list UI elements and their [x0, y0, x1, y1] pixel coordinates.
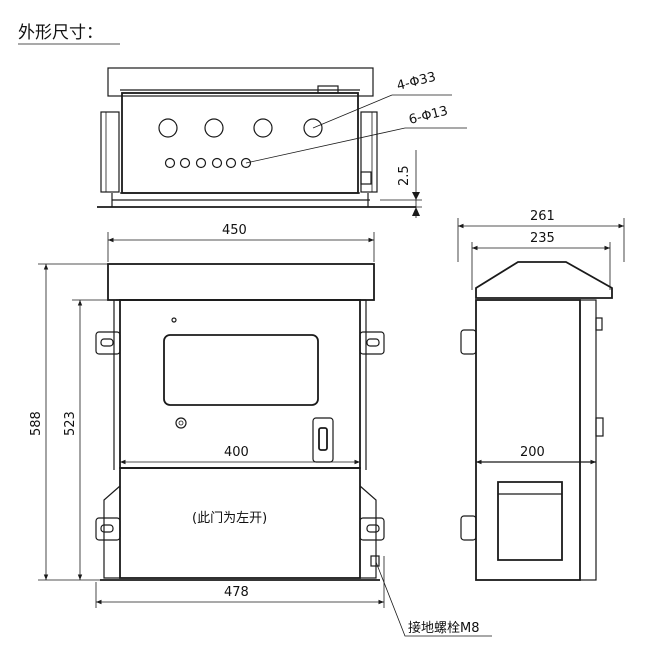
side-body — [475, 299, 581, 581]
roof-width-label: 450 — [222, 223, 247, 238]
large-hole-4 — [303, 118, 323, 138]
ground-bolt — [370, 555, 380, 567]
small-hole-1 — [164, 157, 176, 169]
side-hinge-top — [595, 317, 603, 331]
side-lower-window — [497, 481, 563, 561]
side-ear-bottom — [460, 515, 477, 541]
top-handle — [317, 85, 339, 94]
top-bracket-left — [100, 111, 120, 193]
mount-ear-top-right — [359, 331, 385, 355]
mount-ear-bottom-right — [359, 517, 385, 541]
display-window — [163, 334, 319, 406]
lock-keyhole — [175, 417, 187, 429]
top-roof-outline — [107, 67, 374, 97]
door-handle-grip — [318, 427, 328, 451]
roof-depth-label: 261 — [530, 209, 555, 224]
mount-slot-top-right — [366, 338, 380, 347]
total-height-label: 588 — [29, 411, 44, 436]
ground-bolt-leader — [375, 561, 492, 637]
front-view: 450 400 (此门为左开) — [29, 223, 492, 637]
front-upper-door — [119, 299, 361, 469]
large-hole-label: 4-Φ33 — [395, 70, 437, 94]
mount-ear-bottom-left — [95, 517, 121, 541]
thickness-arrow-bottom — [412, 207, 420, 216]
drawing-title: 外形尺寸： — [18, 23, 120, 45]
large-hole-3 — [253, 118, 273, 138]
small-hole-label: 6-Φ13 — [407, 104, 449, 128]
small-hole-3 — [195, 157, 207, 169]
door-note: (此门为左开) — [192, 511, 267, 526]
leader-large-hole — [312, 94, 393, 129]
side-ear-top — [460, 329, 477, 355]
body-height-label: 523 — [63, 411, 78, 436]
top-bracket-right — [360, 111, 378, 193]
small-hole-4 — [211, 157, 223, 169]
top-view: 4-Φ33 6-Φ13 2.5 — [97, 67, 467, 218]
small-hole-2 — [179, 157, 191, 169]
indicator-dot — [171, 317, 177, 323]
front-lower-side-right — [359, 485, 377, 579]
title-text: 外形尺寸： — [18, 23, 103, 43]
front-lower-side-left — [103, 485, 121, 579]
thickness-label: 2.5 — [397, 165, 412, 186]
thickness-arrow-top — [412, 192, 420, 200]
side-latch — [595, 417, 604, 437]
mount-width-label: 478 — [224, 585, 249, 600]
mount-slot-bottom-left — [100, 524, 114, 533]
leader-small-hole — [245, 127, 406, 164]
front-roof — [107, 263, 375, 301]
inner-width-label: 400 — [224, 445, 249, 460]
mount-ear-top-left — [95, 331, 121, 355]
body-depth-label: 235 — [530, 231, 555, 246]
mount-slot-top-left — [100, 338, 114, 347]
lock-keyhole-inner — [178, 420, 184, 426]
side-roof — [475, 261, 613, 299]
top-latch — [360, 171, 372, 185]
ground-bolt-label: 接地螺栓M8 — [408, 620, 480, 636]
large-hole-2 — [204, 118, 224, 138]
small-hole-5 — [225, 157, 237, 169]
door-handle — [312, 417, 334, 463]
side-view: 261 235 200 — [457, 209, 625, 581]
side-door-edge — [579, 299, 597, 581]
mount-slot-bottom-right — [366, 524, 380, 533]
top-body-outline — [121, 92, 359, 194]
large-hole-1 — [158, 118, 178, 138]
window-width-label: 200 — [520, 445, 545, 460]
small-hole-6 — [240, 157, 252, 169]
